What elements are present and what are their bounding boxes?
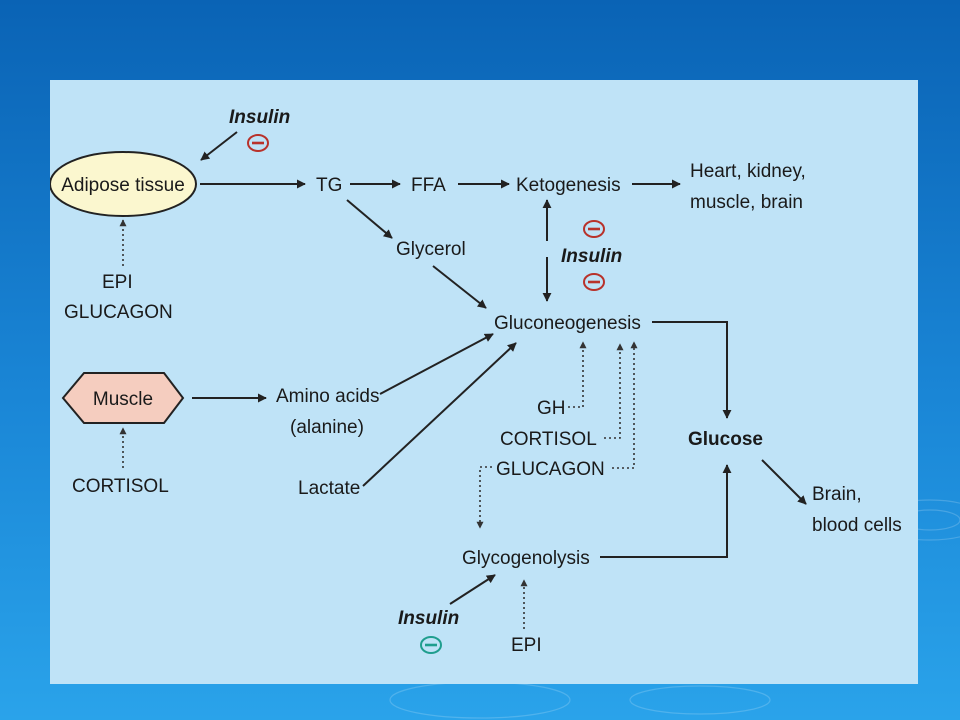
inhibit-icon-bottom <box>420 636 442 654</box>
insulin-mid-label: Insulin <box>561 246 622 267</box>
blood-cells-label: blood cells <box>812 515 902 536</box>
adipose-tissue-node <box>50 151 197 217</box>
inhibit-icon-top <box>247 134 269 152</box>
insulin-bottom-label: Insulin <box>398 608 459 629</box>
arrow-insulin-to-adipose <box>200 131 238 161</box>
glycogenolysis-label: Glycogenolysis <box>462 548 590 569</box>
metabolism-diagram: Adipose tissue Muscle TG FFA Ketogenesis… <box>50 107 902 656</box>
glycerol-label: Glycerol <box>396 239 466 260</box>
dotted-arrow-gh-to-gluconeogenesis <box>568 341 587 408</box>
tg-label: TG <box>316 175 342 196</box>
glucagon-left-label: GLUCAGON <box>64 302 173 323</box>
arrow-glycerol-to-gluconeogenesis <box>432 265 487 309</box>
arrow-gluconeogenesis-to-glucose <box>652 321 732 419</box>
muscle-label: Muscle <box>93 389 153 410</box>
epi-left-label: EPI <box>102 272 133 293</box>
alanine-label: (alanine) <box>290 417 364 438</box>
cortisol-left-label: CORTISOL <box>72 476 169 497</box>
lactate-label: Lactate <box>298 478 360 499</box>
ffa-label: FFA <box>411 175 446 196</box>
heart-kidney-label: Heart, kidney, <box>690 161 806 182</box>
amino-acids-label: Amino acids <box>276 386 380 407</box>
arrow-tg-to-glycerol <box>346 199 393 239</box>
glucagon-mid-label: GLUCAGON <box>496 459 605 480</box>
inhibit-icon-mid-lower <box>583 273 605 291</box>
arrow-glycogenolysis-to-glucose <box>600 464 732 558</box>
epi-bottom-label: EPI <box>511 635 542 656</box>
cortisol-mid-label: CORTISOL <box>500 429 597 450</box>
glucose-label: Glucose <box>688 429 763 450</box>
diagram-panel: Adipose tissue Muscle TG FFA Ketogenesis… <box>50 80 918 684</box>
insulin-top-label: Insulin <box>229 107 290 128</box>
ketogenesis-label: Ketogenesis <box>516 175 621 196</box>
arrow-glucose-to-brain <box>761 459 807 505</box>
gh-label: GH <box>537 398 566 419</box>
dotted-arrow-cortisol-to-gluconeogenesis <box>604 343 624 439</box>
brain-label: Brain, <box>812 484 862 505</box>
adipose-tissue-label: Adipose tissue <box>61 175 185 196</box>
dotted-arrow-glucagon-to-gluconeogenesis <box>612 341 638 469</box>
muscle-brain-label: muscle, brain <box>690 192 803 213</box>
dotted-arrow-glucagon-to-glycogenolysis <box>476 466 492 529</box>
inhibit-icon-mid-upper <box>583 220 605 238</box>
arrow-lactate-to-gluconeogenesis <box>362 342 517 487</box>
arrow-amino-acids-to-gluconeogenesis <box>379 333 494 395</box>
arrow-insulin-to-glycogenolysis <box>449 574 496 605</box>
muscle-node <box>61 372 185 424</box>
gluconeogenesis-label: Gluconeogenesis <box>494 313 641 334</box>
